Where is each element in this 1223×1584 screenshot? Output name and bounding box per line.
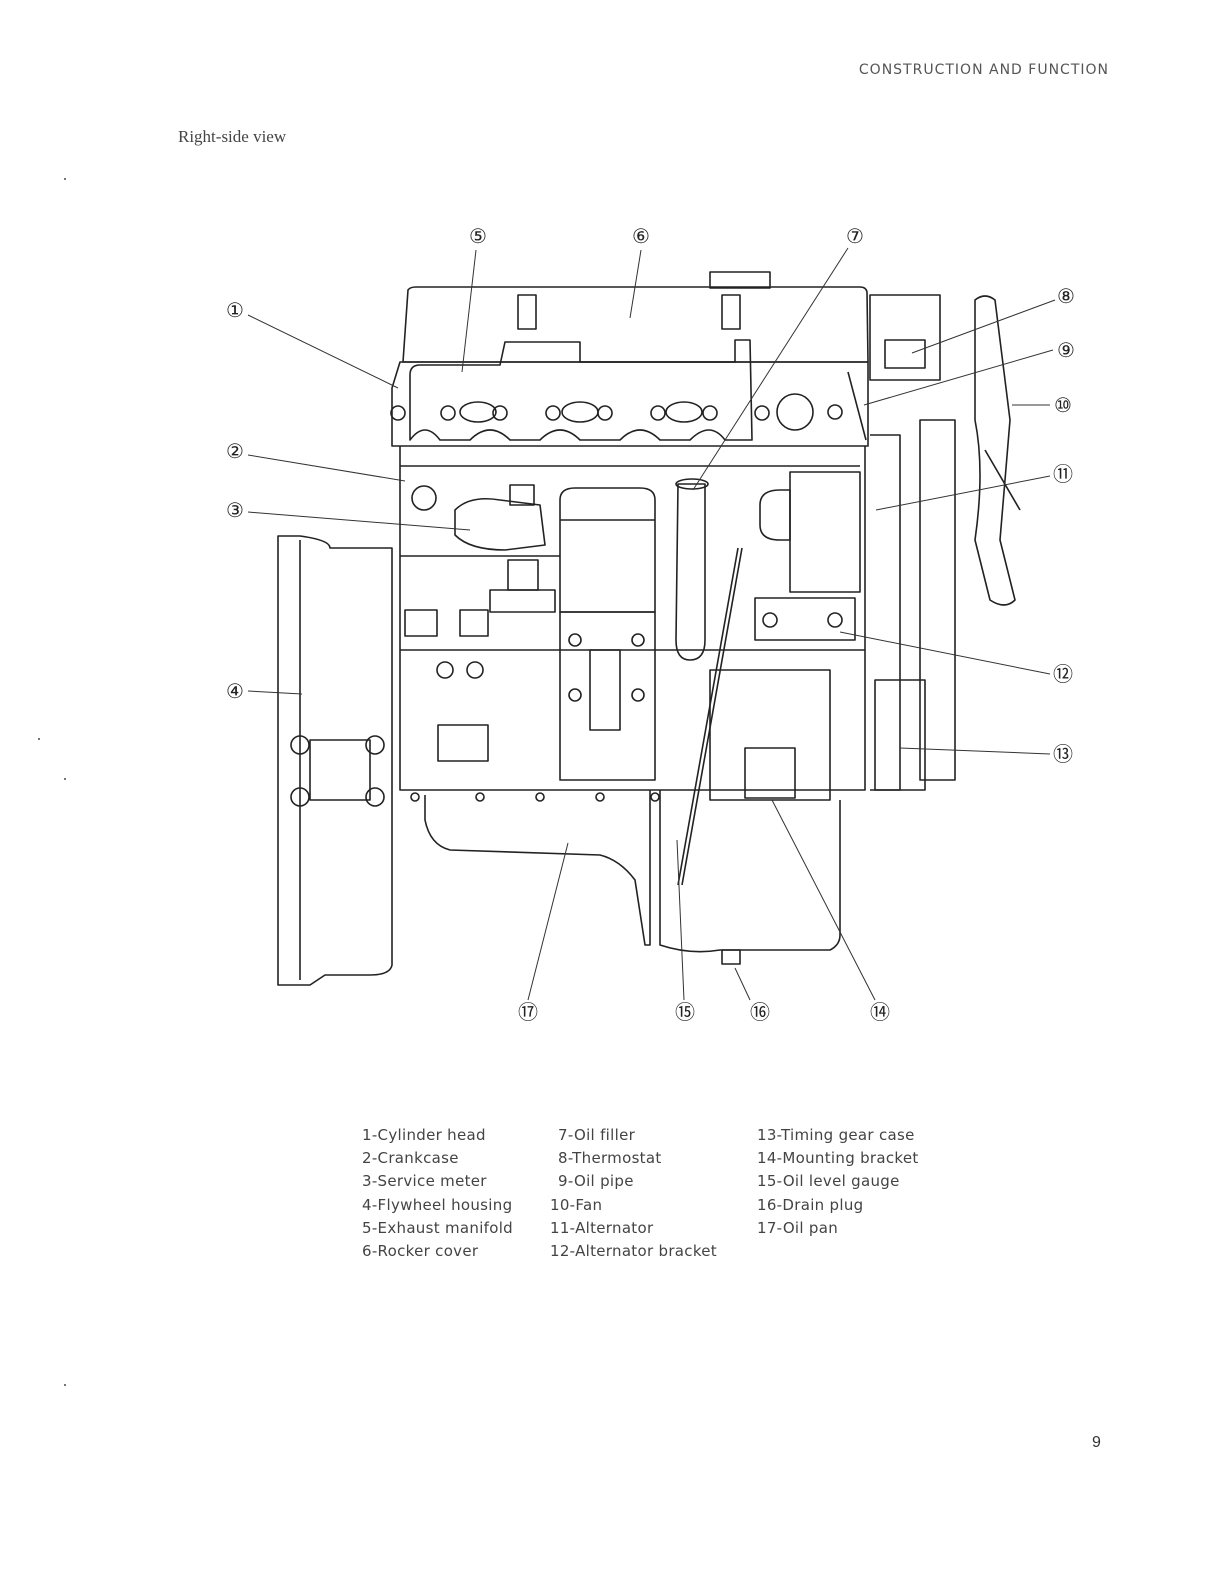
legend-item: 9-Oil pipe xyxy=(558,1172,634,1191)
legend-column-3: 13-Timing gear case 14-Mounting bracket … xyxy=(757,1124,919,1240)
legend-item: 6-Rocker cover xyxy=(362,1241,479,1260)
legend-item: 1-Cylinder head xyxy=(362,1126,486,1144)
callout-9: ⑨ xyxy=(1057,338,1075,362)
callout-4: ④ xyxy=(226,679,244,703)
callout-8: ⑧ xyxy=(1057,284,1075,308)
legend-item: 10-Fan xyxy=(550,1195,603,1214)
legend-item: 12-Alternator bracket xyxy=(550,1241,717,1260)
legend-item: 4-Flywheel housing xyxy=(362,1195,513,1214)
mounting-bracket xyxy=(709,669,831,801)
legend-item: 16-Drain plug xyxy=(757,1195,864,1214)
drain-plug xyxy=(721,949,741,965)
legend-item: 17-Oil pan xyxy=(757,1218,839,1237)
callout-11: ⑪ xyxy=(1053,462,1073,486)
legend-item: 3-Service meter xyxy=(362,1172,487,1191)
callout-5: ⑤ xyxy=(469,224,487,248)
exhaust-manifold xyxy=(409,339,753,441)
callout-10: ⑩ xyxy=(1054,393,1072,417)
page-number: 9 xyxy=(1092,1434,1101,1451)
flywheel-housing xyxy=(277,535,393,986)
section-header: CONSTRUCTION AND FUNCTION xyxy=(858,62,1109,78)
oil-filter xyxy=(559,487,656,613)
fan xyxy=(974,295,1016,606)
timing-gear-case xyxy=(874,679,926,791)
callout-2: ② xyxy=(226,439,244,463)
view-title: Right-side view xyxy=(178,127,287,146)
oil-filler xyxy=(675,483,706,661)
callout-6: ⑥ xyxy=(632,224,650,248)
alternator-bracket xyxy=(754,597,856,641)
callout-16: ⑯ xyxy=(750,1000,770,1024)
legend-item: 13-Timing gear case xyxy=(757,1126,915,1144)
legend-item: 11-Alternator xyxy=(550,1218,654,1237)
thermostat xyxy=(869,294,941,381)
callout-15: ⑮ xyxy=(675,1000,695,1024)
alternator xyxy=(789,471,861,593)
callout-13: ⑬ xyxy=(1053,742,1073,766)
callout-1: ① xyxy=(226,298,244,322)
legend-column-2: 7-Oil filler 8-Thermostat 9-Oil pipe 10-… xyxy=(550,1124,717,1263)
legend-item: 14-Mounting bracket xyxy=(757,1149,919,1168)
callout-3: ③ xyxy=(226,498,244,522)
legend-item: 8-Thermostat xyxy=(558,1149,662,1168)
callout-17: ⑰ xyxy=(518,1000,538,1024)
legend-item: 15-Oil level gauge xyxy=(757,1172,900,1191)
scan-speck xyxy=(64,778,66,780)
callout-12: ⑫ xyxy=(1053,662,1073,686)
legend-item: 5-Exhaust manifold xyxy=(362,1218,514,1237)
crankcase xyxy=(399,446,866,791)
scan-speck xyxy=(64,1384,66,1386)
legend-item: 7-Oil filler xyxy=(558,1126,636,1144)
legend-item: 2-Crankcase xyxy=(362,1149,459,1168)
oil-level-gauge xyxy=(677,547,739,886)
service-meter xyxy=(454,497,546,551)
callout-14: ⑭ xyxy=(870,1000,890,1024)
scan-speck xyxy=(64,178,66,180)
callout-7: ⑦ xyxy=(846,224,864,248)
legend-column-1: 1-Cylinder head 2-Crankcase 3-Service me… xyxy=(362,1124,513,1263)
scan-speck xyxy=(38,738,40,740)
rocker-cover xyxy=(402,286,869,363)
oil-pan xyxy=(424,790,651,946)
